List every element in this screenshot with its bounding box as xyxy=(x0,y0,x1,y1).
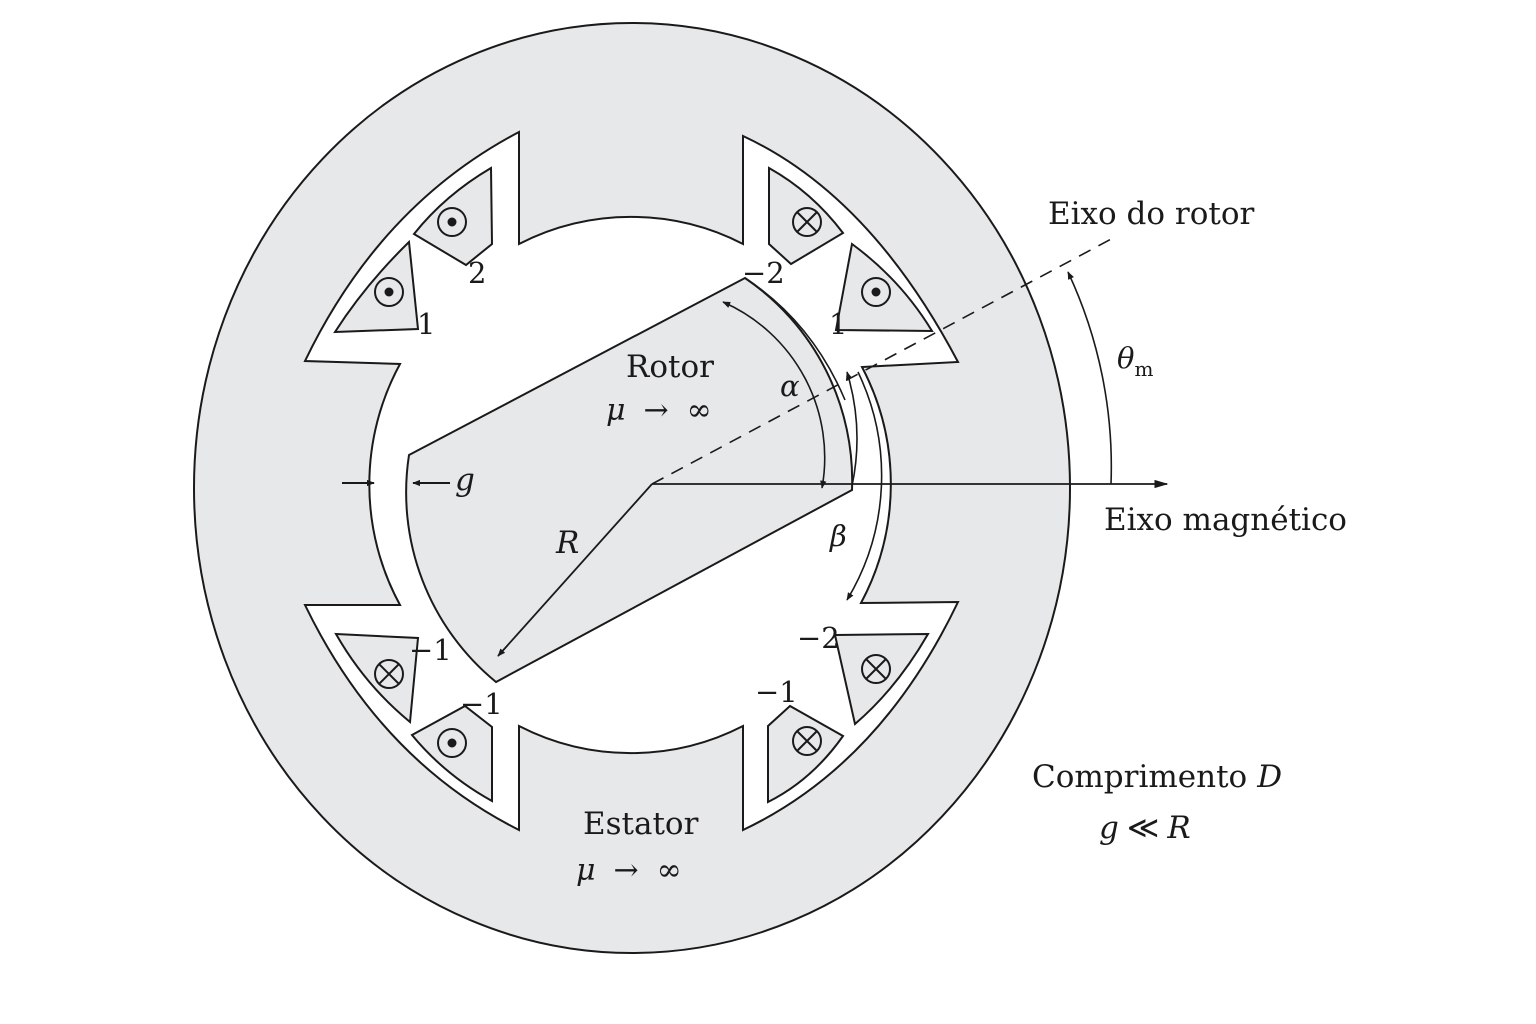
gap-label: g xyxy=(455,462,475,498)
length-prefix: Comprimento xyxy=(1032,759,1247,795)
coil-label-ul-2: 2 xyxy=(468,256,486,290)
cross-circle-icon xyxy=(374,659,404,689)
dot-icon xyxy=(437,728,467,758)
dot-icon xyxy=(374,277,404,307)
coil-box-ll-inner xyxy=(410,704,493,803)
theta-arc xyxy=(1067,271,1113,485)
alpha-label: α xyxy=(780,369,800,403)
coil-label-ll-m1b: −1 xyxy=(460,687,503,721)
length-variable: D xyxy=(1256,759,1282,795)
theta-symbol: θ xyxy=(1117,341,1134,375)
coil-box-ul-inner xyxy=(412,166,494,267)
beta-arc-long xyxy=(846,371,883,601)
coil-label-ur-m2: −2 xyxy=(742,256,785,290)
coil-symbols xyxy=(374,207,891,758)
coil-boxes xyxy=(333,166,934,804)
stator-title: Estator xyxy=(583,806,699,842)
beta-arc-short xyxy=(846,371,858,487)
coil-box-ur-outer xyxy=(834,242,934,333)
coil-label-ul-1: 1 xyxy=(417,307,435,341)
stator-mu-symbol: μ xyxy=(576,853,596,888)
rotor-pole-arc xyxy=(744,277,846,401)
coil-box-ur-inner xyxy=(768,166,845,266)
cross-circle-icon xyxy=(861,654,891,684)
condition-g: g xyxy=(1099,810,1119,846)
coil-label-lr-m1: −1 xyxy=(755,675,798,709)
dot-icon xyxy=(861,277,891,307)
dot-icon xyxy=(437,207,467,237)
condition-operator: ≪ xyxy=(1127,810,1159,846)
alpha-arc xyxy=(722,301,827,489)
coil-box-ll-outer xyxy=(334,632,420,724)
magnetic-axis-label: Eixo magnético xyxy=(1104,502,1347,538)
coil-label-ll-m1a: −1 xyxy=(409,633,452,667)
cross-circle-icon xyxy=(792,726,822,756)
beta-label: β xyxy=(829,519,847,553)
cross-circle-icon xyxy=(792,207,822,237)
coil-label-lr-m2: −2 xyxy=(797,621,840,655)
radius-arrow xyxy=(497,483,653,657)
rotor-title: Rotor xyxy=(626,349,714,385)
condition-R: R xyxy=(1166,810,1190,846)
rotor-mu-symbol: μ xyxy=(606,393,626,428)
rotor-mu-arrow: → xyxy=(644,393,669,428)
condition-label: g≪R xyxy=(1099,810,1191,846)
rotor-axis-label: Eixo do rotor xyxy=(1048,196,1255,232)
theta-label: θm xyxy=(1117,341,1153,381)
radius-label: R xyxy=(555,525,579,561)
stator-mu-line: μ → ∞ xyxy=(576,853,682,888)
theta-subscript: m xyxy=(1134,357,1153,381)
stator-mu-arrow: → xyxy=(614,853,639,888)
stator-mu-infinity: ∞ xyxy=(657,853,682,888)
rotor-mu-line: μ → ∞ xyxy=(606,393,712,428)
coil-box-lr-outer xyxy=(833,632,930,726)
coil-label-ur-1: 1 xyxy=(829,307,847,341)
rotor-mu-infinity: ∞ xyxy=(687,393,712,428)
